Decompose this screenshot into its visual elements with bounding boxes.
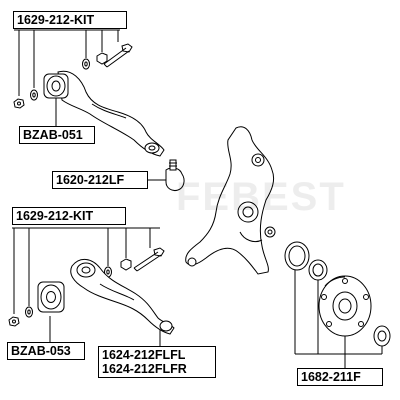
wheel-bearing-drawing (284, 241, 328, 281)
part-label-bushing-top: BZAB-051 (19, 126, 95, 144)
part-label-text: 1620-212LF (56, 173, 125, 187)
part-label-text-right: 1624-212FLFR (102, 362, 187, 376)
washer-bottom (25, 306, 33, 318)
bushing-top-drawing (43, 73, 69, 99)
part-label-bushing-bottom: BZAB-053 (7, 342, 85, 360)
part-label-text: BZAB-053 (11, 344, 71, 358)
hub-leaders (294, 270, 383, 368)
bottom-kit-leaders (12, 227, 160, 314)
bushing-bottom-drawing (37, 281, 65, 313)
bolt-top (103, 43, 133, 68)
part-label-text: 1682-211F (301, 370, 361, 384)
steering-knuckle (185, 126, 276, 275)
wheel-hub-drawing (318, 275, 391, 347)
washer-top-2 (82, 58, 90, 70)
part-label-hub: 1682-211F (297, 368, 383, 386)
part-label-text: BZAB-051 (23, 128, 83, 142)
watermark-logo: FEBEST (176, 175, 346, 219)
part-label-kit-bottom: 1629-212-KIT (12, 207, 126, 225)
nut-bottom-2 (120, 258, 132, 271)
nut-top-2 (96, 52, 108, 65)
part-label-ball-joint: 1620-212LF (52, 171, 148, 189)
part-label-lower-arm: 1624-212FLFL 1624-212FLFR (98, 346, 216, 378)
ball-joint-drawing (148, 159, 185, 191)
part-label-text-left: 1624-212FLFL (102, 348, 186, 362)
part-label-text: 1629-212-KIT (16, 209, 94, 223)
nut-top (13, 98, 25, 109)
top-kit-leaders (14, 29, 120, 96)
bolt-bottom (133, 247, 165, 272)
washer-top (30, 89, 38, 101)
part-label-text: 1629-212-KIT (17, 13, 95, 27)
lower-control-arm (70, 259, 175, 335)
part-label-kit-top: 1629-212-KIT (13, 11, 127, 29)
nut-bottom (8, 316, 20, 327)
upper-control-arm (57, 70, 165, 157)
